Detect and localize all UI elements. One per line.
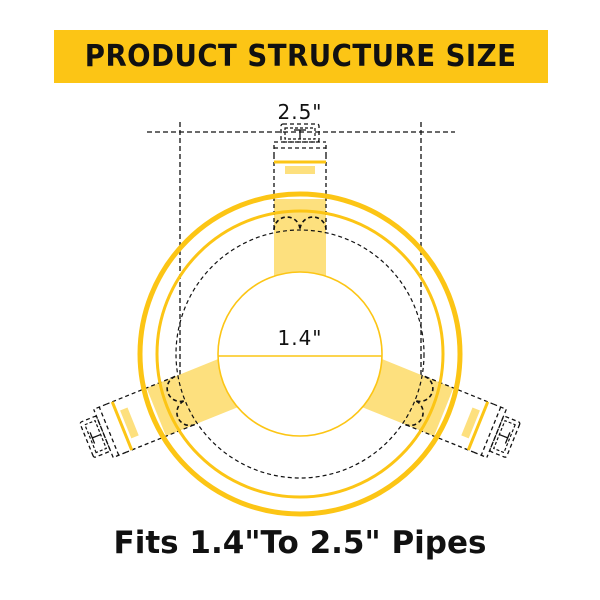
clamp-rings: [137, 191, 463, 517]
title-banner: PRODUCT STRUCTURE SIZE: [54, 30, 548, 83]
inner-diameter-label: 1.4": [277, 326, 323, 350]
fit-range-caption: Fits 1.4"To 2.5" Pipes: [113, 525, 487, 561]
top-arm: [272, 122, 328, 286]
outer-diameter-label: 2.5": [277, 100, 323, 124]
title-text: PRODUCT STRUCTURE SIZE: [85, 39, 517, 74]
